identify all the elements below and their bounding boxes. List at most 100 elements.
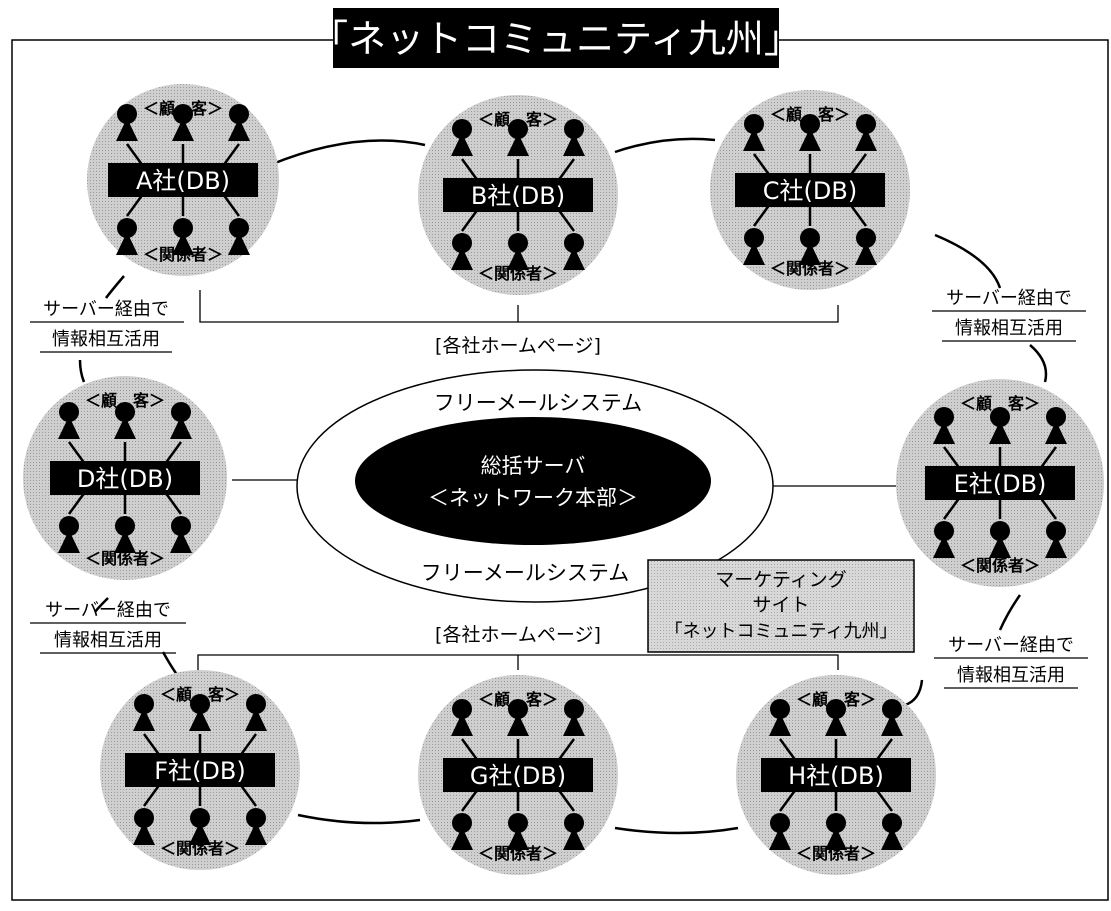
- customer-figure-body: [507, 713, 529, 736]
- stakeholder-figure: [508, 813, 528, 833]
- link-line: [460, 738, 480, 762]
- title-banner: 「ネットコミュニティ九州」: [310, 8, 802, 68]
- customers-label: ＜顧 客＞: [85, 391, 165, 410]
- customer-figure-body: [228, 118, 250, 141]
- stakeholder-figure: [1046, 521, 1066, 541]
- customer-figure: [882, 699, 902, 719]
- svg-text:情報相互活用: 情報相互活用: [54, 630, 162, 651]
- connection-line: [161, 651, 180, 677]
- stakeholders-label: ＜関係者＞: [960, 556, 1040, 575]
- customer-figure: [564, 119, 584, 139]
- company-nodes: ＜顧 客＞＜関係者＞A社(DB)＜顧 客＞＜関係者＞B社(DB)＜顧 客＞＜関係…: [23, 84, 1104, 875]
- stakeholder-figure-body: [825, 827, 847, 850]
- link-line: [942, 446, 962, 470]
- customer-figure: [508, 119, 528, 139]
- customer-figure-body: [116, 118, 138, 141]
- customer-figure: [190, 694, 210, 714]
- stakeholder-figure-body: [855, 242, 877, 265]
- link-line: [163, 491, 183, 515]
- company-db-bar: [125, 753, 275, 787]
- customer-figure-body: [507, 133, 529, 156]
- link-line: [778, 788, 798, 812]
- svg-text:情報相互活用: 情報相互活用: [957, 665, 1065, 686]
- stakeholder-figure-body: [245, 822, 267, 845]
- svg-text:サーバー経由で: サーバー経由で: [946, 288, 1072, 309]
- marketing-site-box: マーケティング サイト 「ネットコミュニティ九州」: [647, 559, 915, 653]
- company-db-bar: [443, 178, 593, 212]
- link-line: [460, 788, 480, 812]
- customer-figure: [770, 699, 790, 719]
- stakeholder-figure: [452, 813, 472, 833]
- customer-figure: [564, 699, 584, 719]
- homepage-bracket-top: [199, 290, 839, 323]
- stakeholder-figure: [452, 233, 472, 253]
- company-db-bar: [761, 758, 911, 792]
- company-db-bar: [443, 758, 593, 792]
- customer-figure-body: [172, 118, 194, 141]
- link-line: [221, 193, 241, 217]
- customer-figure-body: [563, 713, 585, 736]
- stakeholder-figure: [173, 218, 193, 238]
- stakeholder-figure: [564, 813, 584, 833]
- stakeholder-figure: [800, 228, 820, 248]
- company-node-b: ＜顧 客＞＜関係者＞B社(DB): [418, 95, 618, 295]
- stakeholder-figure: [826, 813, 846, 833]
- server-share-label-top-left: サーバー経由で 情報相互活用: [30, 299, 184, 353]
- customer-figure: [229, 104, 249, 124]
- connections: [78, 137, 1048, 835]
- stakeholder-figure: [882, 813, 902, 833]
- company-db-label: F社(DB): [154, 757, 245, 785]
- customer-figure-body: [933, 421, 955, 444]
- stakeholder-figure-body: [881, 827, 903, 850]
- link-line: [942, 496, 962, 520]
- company-db-label: H社(DB): [788, 762, 884, 790]
- company-db-label: D社(DB): [77, 465, 173, 493]
- customer-figure-body: [825, 713, 847, 736]
- customer-figure: [173, 104, 193, 124]
- customer-figure: [117, 104, 137, 124]
- link-line: [848, 153, 868, 177]
- customer-figure: [508, 699, 528, 719]
- link-line: [238, 733, 258, 757]
- company-node-h: ＜顧 客＞＜関係者＞H社(DB): [736, 675, 936, 875]
- homepage-label-bottom: [各社ホームページ]: [435, 624, 601, 646]
- link-line: [1038, 496, 1058, 520]
- company-db-bar: [108, 163, 258, 197]
- link-line: [460, 158, 480, 182]
- customer-figure-body: [245, 708, 267, 731]
- svg-text:サーバー経由で: サーバー経由で: [45, 600, 171, 621]
- stakeholder-figure: [59, 516, 79, 536]
- customer-figure: [800, 114, 820, 134]
- company-node-g: ＜顧 客＞＜関係者＞G社(DB): [418, 675, 618, 875]
- customer-figure: [934, 407, 954, 427]
- stakeholders-label: ＜関係者＞: [770, 259, 850, 278]
- svg-text:サーバー経由で: サーバー経由で: [43, 299, 169, 320]
- marketing-line3: 「ネットコミュニティ九州」: [665, 621, 898, 642]
- customer-figure-body: [799, 128, 821, 151]
- server-share-label-bottom-left: サーバー経由で 情報相互活用: [30, 600, 186, 654]
- company-node-f: ＜顧 客＞＜関係者＞F社(DB): [100, 670, 300, 870]
- stakeholder-figure: [934, 521, 954, 541]
- connection-line: [998, 594, 1022, 631]
- stakeholders-label: ＜関係者＞: [85, 549, 165, 568]
- stakeholder-figure-body: [507, 247, 529, 270]
- link-line: [67, 491, 87, 515]
- link-line: [556, 158, 576, 182]
- link-line: [238, 783, 258, 807]
- stakeholder-figure-body: [116, 232, 138, 255]
- link-line: [125, 143, 145, 167]
- stakeholder-figure: [856, 228, 876, 248]
- server-label-line2: ＜ネットワーク本部＞: [428, 486, 638, 510]
- customer-figure-body: [855, 128, 877, 151]
- link-line: [67, 441, 87, 465]
- company-db-label: G社(DB): [470, 762, 566, 790]
- page-title: 「ネットコミュニティ九州」: [310, 17, 802, 61]
- connection-line: [297, 813, 421, 825]
- stakeholder-figure-body: [799, 242, 821, 265]
- link-line: [874, 788, 894, 812]
- stakeholders-label: ＜関係者＞: [796, 844, 876, 863]
- connection-line: [904, 679, 924, 707]
- customer-figure-body: [451, 133, 473, 156]
- link-line: [1038, 446, 1058, 470]
